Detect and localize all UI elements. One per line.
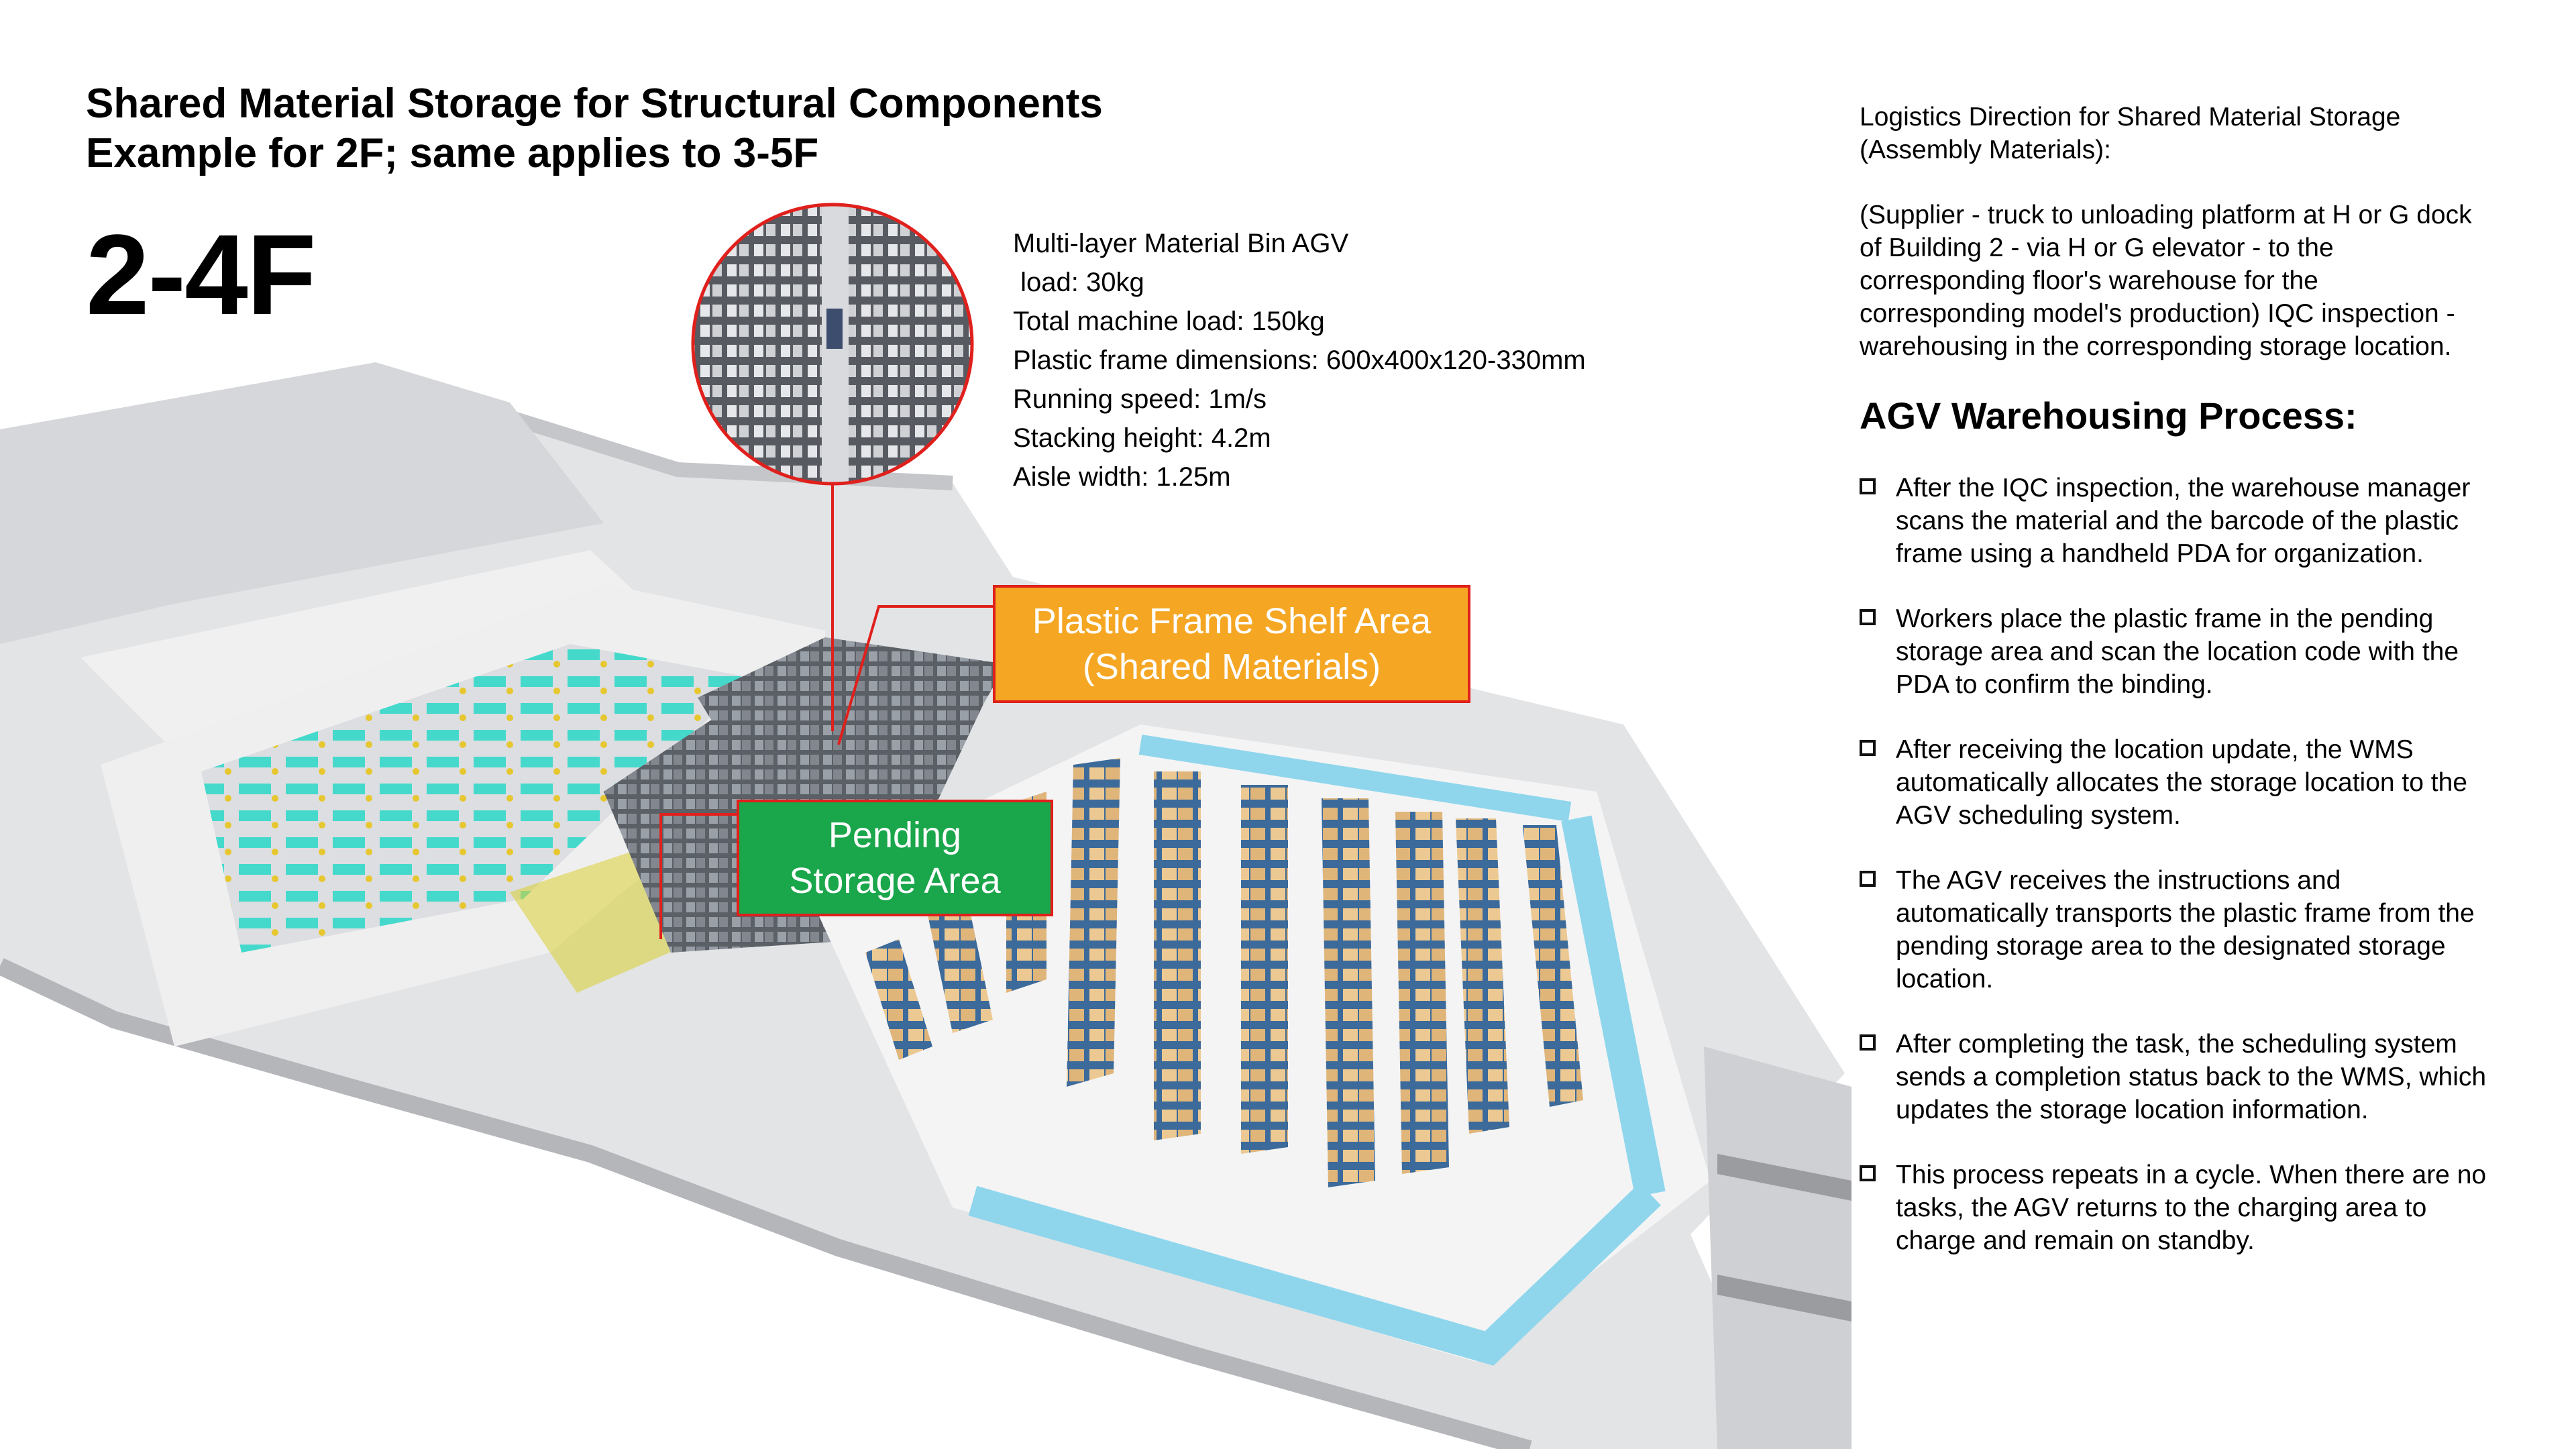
logistics-body-line: warehousing in the corresponding storage… bbox=[1860, 332, 2452, 361]
hollow-square-icon bbox=[1860, 1034, 1876, 1051]
process-step-line: location. bbox=[1896, 965, 1994, 994]
process-step-line: automatically transports the plastic fra… bbox=[1896, 899, 2475, 928]
process-step-line: storage area and scan the location code … bbox=[1896, 637, 2459, 666]
process-step-line: After completing the task, the schedulin… bbox=[1896, 1030, 2457, 1059]
page-title: Shared Material Storage for Structural C… bbox=[86, 79, 1103, 178]
callout-lines bbox=[659, 605, 993, 939]
process-step-line: scans the material and the barcode of th… bbox=[1896, 506, 2459, 535]
process-step: After receiving the location update, the… bbox=[1860, 733, 2530, 832]
side-rooms bbox=[1704, 1046, 1851, 1449]
logistics-heading-line: Logistics Direction for Shared Material … bbox=[1860, 103, 2401, 131]
spec-line: Stacking height: 4.2m bbox=[1013, 423, 1271, 453]
process-step: After the IQC inspection, the warehouse … bbox=[1860, 472, 2530, 570]
spec-line: Multi-layer Material Bin AGV bbox=[1013, 229, 1349, 258]
process-step-line: After the IQC inspection, the warehouse … bbox=[1896, 474, 2471, 502]
process-step-line: tasks, the AGV returns to the charging a… bbox=[1896, 1193, 2427, 1222]
process-step-line: PDA to confirm the binding. bbox=[1896, 670, 2213, 699]
spec-line: load: 30kg bbox=[1013, 268, 1144, 297]
frame-shelf-area-label: Plastic Frame Shelf Area (Shared Materia… bbox=[993, 585, 1470, 703]
frame-shelf-label-line-1: Plastic Frame Shelf Area bbox=[1032, 601, 1432, 641]
pending-label-line-2: Storage Area bbox=[789, 861, 1001, 901]
hollow-square-icon bbox=[1860, 478, 1876, 494]
process-step-line: automatically allocates the storage loca… bbox=[1896, 768, 2468, 797]
logistics-body-line: of Building 2 - via H or G elevator - to… bbox=[1860, 233, 2334, 262]
title-line-2: Example for 2F; same applies to 3-5F bbox=[86, 130, 819, 176]
logistics-heading: Logistics Direction for Shared Material … bbox=[1860, 101, 2530, 166]
frame-shelf-label-line-2: (Shared Materials) bbox=[1082, 647, 1381, 687]
spec-line: Running speed: 1m/s bbox=[1013, 384, 1267, 414]
logistics-body-line: (Supplier - truck to unloading platform … bbox=[1860, 201, 2472, 229]
process-step-line: This process repeats in a cycle. When th… bbox=[1896, 1161, 2487, 1189]
hollow-square-icon bbox=[1860, 871, 1876, 887]
floor-label: 2-4F bbox=[86, 211, 317, 339]
process-step-line: updates the storage location information… bbox=[1896, 1095, 2369, 1124]
process-step: This process repeats in a cycle. When th… bbox=[1860, 1159, 2530, 1257]
title-line-1: Shared Material Storage for Structural C… bbox=[86, 80, 1103, 127]
process-step-line: After receiving the location update, the… bbox=[1896, 735, 2414, 764]
hollow-square-icon bbox=[1860, 609, 1876, 625]
spec-line: Total machine load: 150kg bbox=[1013, 307, 1325, 336]
process-step: The AGV receives the instructions and aut… bbox=[1860, 864, 2530, 996]
hollow-square-icon bbox=[1860, 740, 1876, 756]
frame-shelf-illustration bbox=[698, 637, 1006, 818]
hollow-square-icon bbox=[1860, 1165, 1876, 1181]
process-title: AGV Warehousing Process: bbox=[1860, 394, 2357, 437]
logistics-body: (Supplier - truck to unloading platform … bbox=[1860, 199, 2530, 363]
process-step-line: The AGV receives the instructions and bbox=[1896, 866, 2341, 895]
process-panel: Logistics Direction for Shared Material … bbox=[1860, 101, 2530, 1289]
spec-line: Plastic frame dimensions: 600x400x120-33… bbox=[1013, 345, 1586, 375]
logistics-heading-line: (Assembly Materials): bbox=[1860, 136, 2111, 164]
pending-storage-area-label: Pending Storage Area bbox=[737, 800, 1053, 916]
process-step-line: AGV scheduling system. bbox=[1896, 801, 2181, 830]
process-step: Workers place the plastic frame in the p… bbox=[1860, 602, 2530, 701]
process-step-line: frame using a handheld PDA for organizat… bbox=[1896, 539, 2424, 568]
spec-line: Aisle width: 1.25m bbox=[1013, 462, 1231, 492]
process-step-line: sends a completion status back to the WM… bbox=[1896, 1063, 2487, 1091]
process-step-line: charge and remain on standby. bbox=[1896, 1226, 2255, 1255]
process-step-line: pending storage area to the designated s… bbox=[1896, 932, 2446, 961]
process-step: After completing the task, the schedulin… bbox=[1860, 1028, 2530, 1126]
logistics-body-line: corresponding floor's warehouse for the bbox=[1860, 266, 2318, 295]
logistics-body-line: corresponding model's production) IQC in… bbox=[1860, 299, 2455, 328]
agv-spec-list: Multi-layer Material Bin AGV load: 30kg … bbox=[1013, 224, 1586, 496]
process-step-list: After the IQC inspection, the warehouse … bbox=[1860, 472, 2530, 1257]
zoom-magnifier bbox=[691, 203, 974, 731]
process-step-line: Workers place the plastic frame in the p… bbox=[1896, 604, 2434, 633]
pending-label-line-1: Pending bbox=[828, 815, 962, 855]
